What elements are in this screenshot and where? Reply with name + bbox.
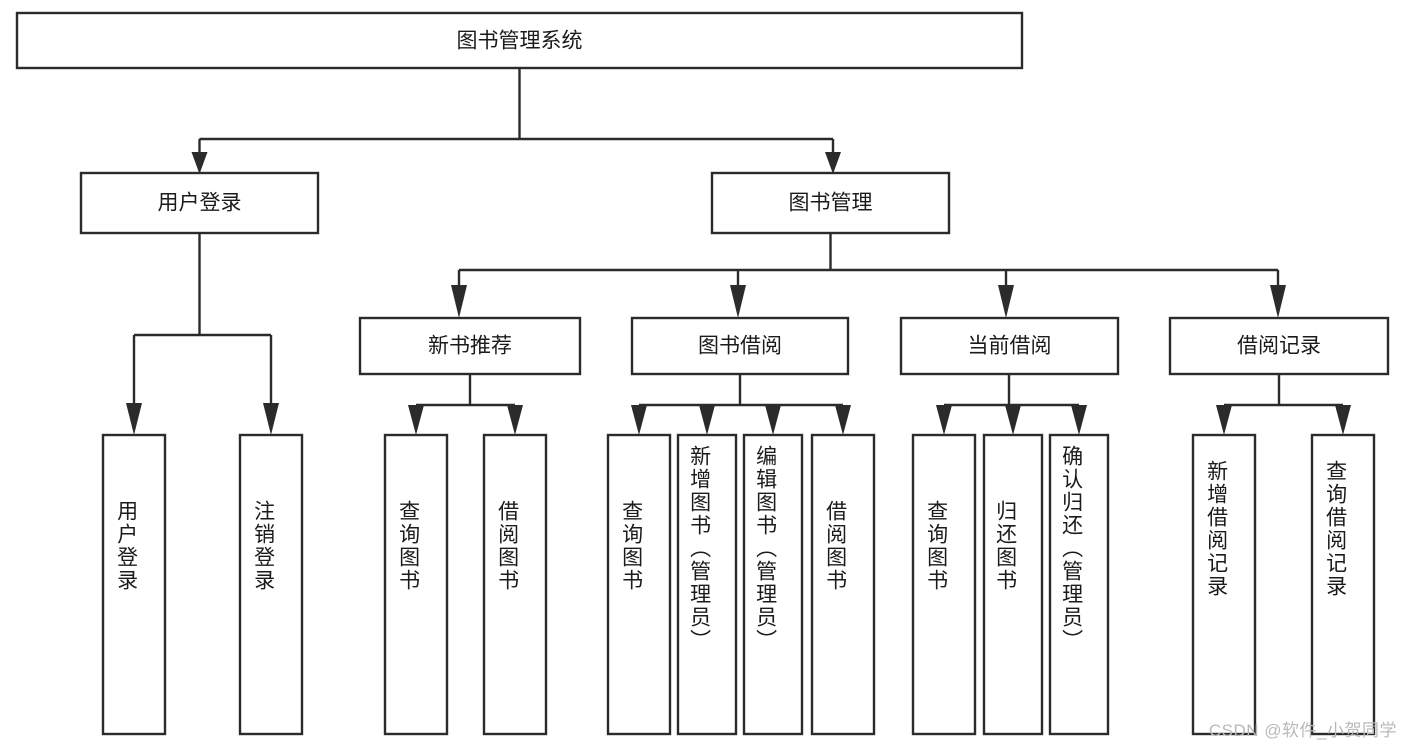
node-current-borrow-box[interactable] <box>899 316 1120 376</box>
connector-current-to-leaves <box>936 374 1087 435</box>
leaf-borrow-book-borrow-box[interactable] <box>810 433 876 736</box>
leaf-query-borrow-record-label: 查询借阅记录 <box>1324 460 1348 598</box>
leaf-return-book-box[interactable] <box>982 433 1044 736</box>
node-current-borrow-label: 当前借阅 <box>968 335 1052 358</box>
arrow-head-leaf-add-book <box>699 405 715 435</box>
leaf-query-book-borrow-label: 查询图书 <box>620 500 644 592</box>
leaf-query-book-borrow[interactable]: 查询图书 <box>606 433 672 736</box>
connector-root-to-level1 <box>191 68 841 174</box>
leaf-confirm-return-admin[interactable]: 确认归还（管理员） <box>1048 433 1110 736</box>
arrow-head-new-book <box>451 285 467 318</box>
node-book-manage[interactable]: 图书管理 <box>710 171 951 235</box>
leaf-edit-book-admin[interactable]: 编辑图书（管理员） <box>742 433 804 736</box>
arrow-head-current <box>998 285 1014 318</box>
arrow-head-leaf-query-book-1 <box>408 405 424 435</box>
connector-borrow-to-leaves <box>631 374 851 435</box>
arrow-head-borrow <box>730 285 746 318</box>
leaf-query-book-current-box[interactable] <box>911 433 977 736</box>
leaf-query-book-recommend-label: 查询图书 <box>397 500 421 592</box>
leaf-query-book-current-label: 查询图书 <box>925 500 949 592</box>
leaf-query-book-recommend-box[interactable] <box>383 433 449 736</box>
leaf-add-borrow-record-box[interactable] <box>1191 433 1257 736</box>
node-book-manage-box[interactable] <box>710 171 951 235</box>
node-user-login-box[interactable] <box>79 171 320 235</box>
leaf-user-login-label: 用户登录 <box>115 500 139 592</box>
node-book-manage-label: 图书管理 <box>789 192 873 215</box>
node-borrow-record[interactable]: 借阅记录 <box>1168 316 1390 376</box>
connector-record-to-leaves <box>1216 374 1351 435</box>
leaf-borrow-book-recommend[interactable]: 借阅图书 <box>482 433 548 736</box>
node-root-label: 图书管理系统 <box>457 30 583 53</box>
arrow-head-leaf-edit-book <box>765 405 781 435</box>
connector-book-manage-to-level2 <box>451 233 1286 318</box>
leaf-user-login[interactable]: 用户登录 <box>101 433 167 736</box>
leaf-add-borrow-record[interactable]: 新增借阅记录 <box>1191 433 1257 736</box>
node-new-book-recommend[interactable]: 新书推荐 <box>358 316 582 376</box>
leaf-borrow-book-recommend-box[interactable] <box>482 433 548 736</box>
arrow-head-leaf-return-book <box>1005 405 1021 435</box>
node-new-book-recommend-label: 新书推荐 <box>428 335 512 358</box>
node-root[interactable]: 图书管理系统 <box>15 11 1024 70</box>
leaf-return-book-label: 归还图书 <box>994 500 1018 592</box>
leaf-confirm-return-admin-label: 确认归还（管理员） <box>1060 445 1084 652</box>
leaf-borrow-book-recommend-label: 借阅图书 <box>496 500 520 592</box>
arrow-head-record <box>1270 285 1286 318</box>
leaf-add-borrow-record-label: 新增借阅记录 <box>1205 460 1229 598</box>
arrow-head-leaf-query-book-2 <box>631 405 647 435</box>
arrow-head-book-manage <box>825 152 841 174</box>
connector-user-login-to-leaves <box>126 233 279 435</box>
node-borrow-record-box[interactable] <box>1168 316 1390 376</box>
arrow-head-leaf-user-login <box>126 403 142 435</box>
leaf-add-book-admin-label: 新增图书（管理员） <box>688 445 712 652</box>
leaf-query-borrow-record[interactable]: 查询借阅记录 <box>1310 433 1376 736</box>
leaf-add-book-admin-box[interactable] <box>676 433 738 736</box>
arrow-head-leaf-borrow-book-2 <box>835 405 851 435</box>
leaf-query-book-borrow-box[interactable] <box>606 433 672 736</box>
leaf-logout-box[interactable] <box>238 433 304 736</box>
leaf-borrow-book-borrow-label: 借阅图书 <box>824 500 848 592</box>
node-book-borrow-label: 图书借阅 <box>698 335 782 358</box>
leaf-confirm-return-admin-box[interactable] <box>1048 433 1110 736</box>
arrow-head-leaf-query-record <box>1335 405 1351 435</box>
leaf-edit-book-admin-box[interactable] <box>742 433 804 736</box>
node-root-box[interactable] <box>15 11 1024 70</box>
leaf-query-book-recommend[interactable]: 查询图书 <box>383 433 449 736</box>
arrow-head-leaf-confirm-return <box>1071 405 1087 435</box>
node-user-login-label: 用户登录 <box>158 192 242 215</box>
arrow-head-leaf-add-record <box>1216 405 1232 435</box>
leaf-logout-label: 注销登录 <box>252 500 276 592</box>
arrow-head-leaf-borrow-book-1 <box>507 405 523 435</box>
node-new-book-recommend-box[interactable] <box>358 316 582 376</box>
leaf-edit-book-admin-label: 编辑图书（管理员） <box>754 445 778 652</box>
leaf-query-borrow-record-box[interactable] <box>1310 433 1376 736</box>
arrow-head-leaf-query-book-3 <box>936 405 952 435</box>
leaf-return-book[interactable]: 归还图书 <box>982 433 1044 736</box>
arrow-head-user-login <box>191 152 208 174</box>
node-book-borrow[interactable]: 图书借阅 <box>630 316 850 376</box>
connector-new-book-to-leaves <box>408 374 523 435</box>
leaf-borrow-book-borrow[interactable]: 借阅图书 <box>810 433 876 736</box>
node-book-borrow-box[interactable] <box>630 316 850 376</box>
node-user-login[interactable]: 用户登录 <box>79 171 320 235</box>
arrow-head-leaf-logout <box>263 403 279 435</box>
leaf-add-book-admin[interactable]: 新增图书（管理员） <box>676 433 738 736</box>
node-borrow-record-label: 借阅记录 <box>1237 335 1321 358</box>
leaf-logout[interactable]: 注销登录 <box>238 433 304 736</box>
leaf-query-book-current[interactable]: 查询图书 <box>911 433 977 736</box>
node-current-borrow[interactable]: 当前借阅 <box>899 316 1120 376</box>
leaf-user-login-box[interactable] <box>101 433 167 736</box>
